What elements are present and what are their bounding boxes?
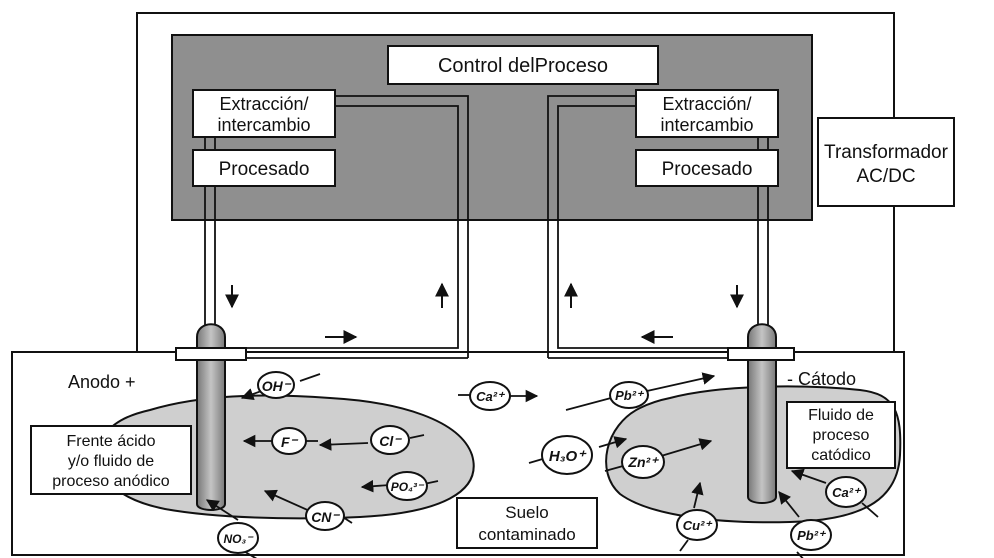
ion-cl: Cl⁻ bbox=[370, 425, 410, 455]
cathodic-fluid-line2: proceso bbox=[813, 427, 870, 444]
transformer-line2: AC/DC bbox=[856, 166, 915, 187]
svg-text:Ca²⁺: Ca²⁺ bbox=[832, 485, 862, 500]
svg-text:Cl⁻: Cl⁻ bbox=[379, 433, 402, 449]
svg-text:Pb²⁺: Pb²⁺ bbox=[615, 388, 645, 403]
svg-text:PO₄³⁻: PO₄³⁻ bbox=[391, 480, 425, 494]
acid-front-box: Frente ácido y/o fluido de proceso anódi… bbox=[30, 425, 192, 495]
process-control-title: Control delProceso bbox=[438, 55, 608, 77]
ion-zn: Zn²⁺ bbox=[621, 445, 665, 479]
left-extraction-line2: intercambio bbox=[217, 115, 310, 135]
ion-cu: Cu²⁺ bbox=[676, 509, 718, 541]
right-extraction-line1: Extracción/ bbox=[662, 94, 751, 114]
anode-electrode bbox=[175, 323, 247, 511]
anode-label: Anodo + bbox=[68, 372, 136, 392]
ion-cn: CN⁻ bbox=[305, 501, 345, 531]
ion-pb-bottom: Pb²⁺ bbox=[790, 519, 832, 551]
svg-text:H₃O⁺: H₃O⁺ bbox=[549, 448, 587, 465]
left-pipe-loop bbox=[204, 95, 469, 359]
left-extraction-line1: Extracción/ bbox=[219, 94, 308, 114]
acid-front-line2: y/o fluido de bbox=[68, 453, 154, 470]
svg-text:CN⁻: CN⁻ bbox=[311, 509, 340, 525]
right-extraction-box: Extracción/ intercambio bbox=[635, 89, 779, 138]
right-extraction-line2: intercambio bbox=[660, 115, 753, 135]
soil-line2: contaminado bbox=[478, 525, 575, 544]
ion-oh: OH⁻ bbox=[257, 371, 295, 399]
cathodic-fluid-line1: Fluido de bbox=[808, 407, 874, 424]
soil-line1: Suelo bbox=[505, 503, 548, 522]
cathodic-fluid-line3: catódico bbox=[811, 447, 871, 464]
right-processing-label: Procesado bbox=[662, 159, 753, 180]
flow-arrows bbox=[225, 282, 744, 344]
left-processing-label: Procesado bbox=[219, 159, 310, 180]
box-connectors bbox=[204, 137, 769, 150]
svg-text:OH⁻: OH⁻ bbox=[262, 378, 292, 394]
transformer-line1: Transformador bbox=[824, 142, 949, 163]
soil-label-box: Suelo contaminado bbox=[456, 497, 598, 549]
cathodic-fluid-box: Fluido de proceso catódico bbox=[786, 401, 896, 469]
left-extraction-box: Extracción/ intercambio bbox=[192, 89, 336, 138]
ion-no3: NO₃⁻ bbox=[217, 522, 259, 554]
cathode-electrode bbox=[727, 323, 795, 504]
cathode-label: - Cátodo bbox=[787, 369, 856, 389]
ion-ca-right: Ca²⁺ bbox=[825, 476, 867, 508]
ion-h3o: H₃O⁺ bbox=[541, 435, 593, 475]
right-processing-box: Procesado bbox=[635, 149, 779, 187]
transformer-box: Transformador AC/DC bbox=[817, 117, 955, 207]
process-control-box: Control delProceso bbox=[387, 45, 659, 85]
svg-text:Pb²⁺: Pb²⁺ bbox=[797, 528, 827, 543]
svg-text:Cu²⁺: Cu²⁺ bbox=[683, 518, 714, 533]
svg-text:NO₃⁻: NO₃⁻ bbox=[224, 532, 255, 546]
svg-text:F⁻: F⁻ bbox=[281, 434, 299, 450]
right-pipe-loop bbox=[547, 95, 769, 359]
ion-pb-top: Pb²⁺ bbox=[609, 381, 649, 409]
left-processing-box: Procesado bbox=[192, 149, 336, 187]
ion-ca-middle: Ca²⁺ bbox=[469, 381, 511, 411]
svg-text:Zn²⁺: Zn²⁺ bbox=[627, 454, 659, 470]
svg-text:Ca²⁺: Ca²⁺ bbox=[476, 389, 506, 404]
acid-front-line1: Frente ácido bbox=[67, 433, 156, 450]
ion-f: F⁻ bbox=[271, 427, 307, 455]
acid-front-line3: proceso anódico bbox=[52, 473, 170, 490]
ion-po4: PO₄³⁻ bbox=[386, 471, 428, 501]
